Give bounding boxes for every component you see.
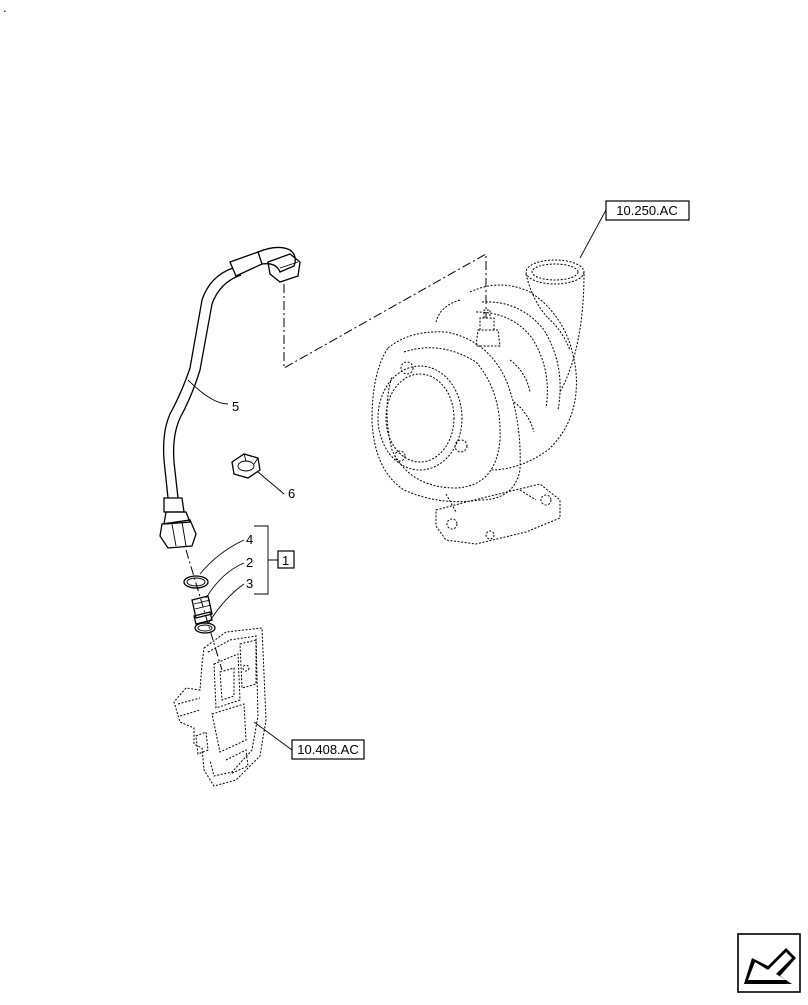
callout-pipe: 5 <box>232 399 239 414</box>
manifold-drawing <box>173 627 267 787</box>
o-ring-lower <box>194 622 216 634</box>
ref-box-turbo[interactable] <box>605 200 690 221</box>
callout-oring-upper: 4 <box>246 532 253 547</box>
callout-fitting: 2 <box>246 555 253 570</box>
ref-manifold-label[interactable]: 10.408.AC <box>297 742 358 757</box>
corner-mark: . <box>3 0 7 15</box>
adapter-fitting <box>191 595 213 625</box>
callout-nut: 6 <box>288 486 295 501</box>
callout-kit: 1 <box>282 553 289 568</box>
turbocharger-drawing <box>371 259 585 545</box>
o-ring-upper <box>183 575 209 589</box>
ref-box-manifold[interactable] <box>291 739 365 760</box>
callout-oring-lower: 3 <box>246 576 253 591</box>
oil-feed-pipe <box>159 246 301 549</box>
kit-callout-box <box>277 550 295 569</box>
assembly-line-turbo <box>283 253 487 369</box>
hex-nut <box>231 453 261 479</box>
callout-leaders <box>187 209 607 751</box>
assembly-line-block <box>185 549 223 671</box>
arrow-left-icon[interactable] <box>737 933 801 993</box>
ref-turbo-label[interactable]: 10.250.AC <box>616 203 677 218</box>
